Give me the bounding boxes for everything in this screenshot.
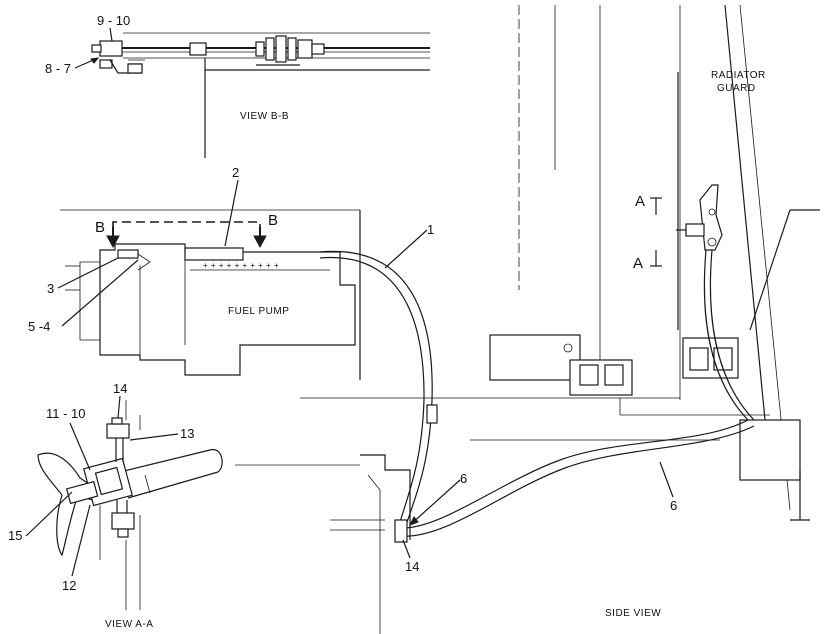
callout-8-7: 8 - 7 bbox=[45, 61, 71, 76]
view-bb-label: VIEW B-B bbox=[240, 111, 289, 122]
side-view: RADIATOR GUARD A A bbox=[235, 4, 820, 634]
callout-6-right: 6 bbox=[670, 498, 677, 513]
control-cable-1 bbox=[319, 250, 438, 529]
solenoid-2 bbox=[184, 247, 244, 261]
cable-end-fitting bbox=[99, 40, 123, 57]
callout-5-4: 5 -4 bbox=[28, 319, 50, 334]
callout-9-10: 9 - 10 bbox=[97, 13, 130, 28]
throttle-lever bbox=[37, 452, 96, 557]
view-aa-detail: 14 11 - 10 13 15 12 VIEW A-A bbox=[8, 381, 223, 630]
callout-14-bottom: 14 bbox=[405, 559, 419, 574]
callout-6-left: 6 bbox=[460, 471, 467, 486]
callout-3: 3 bbox=[47, 281, 54, 296]
side-view-label: SIDE VIEW bbox=[605, 608, 661, 619]
svg-text:+ + + + + + + + + +: + + + + + + + + + + bbox=[203, 261, 279, 270]
view-aa-label: VIEW A-A bbox=[105, 619, 153, 630]
view-bb-detail: 9 - 10 8 - 7 VIEW B-B bbox=[45, 13, 430, 158]
radiator-guard-line1: RADIATOR bbox=[711, 70, 766, 81]
lever-clamp bbox=[685, 223, 705, 237]
callout-13: 13 bbox=[180, 426, 194, 441]
section-b-right: B bbox=[268, 212, 278, 229]
callout-12: 12 bbox=[62, 578, 76, 593]
callout-11-10: 11 - 10 bbox=[46, 406, 86, 421]
fuel-pump-label: FUEL PUMP bbox=[228, 306, 289, 317]
callout-1: 1 bbox=[427, 222, 434, 237]
radiator-guard-line2: GUARD bbox=[717, 83, 756, 94]
callout-2: 2 bbox=[232, 165, 239, 180]
callout-15: 15 bbox=[8, 528, 22, 543]
callout-14-top: 14 bbox=[113, 381, 127, 396]
section-a-bottom: A bbox=[633, 255, 643, 272]
section-b-left: B bbox=[95, 219, 105, 236]
fuel-pump-assembly: + + + + + + + + + + FUEL PUMP B B 2 1 3 … bbox=[28, 165, 434, 380]
section-a-top: A bbox=[635, 193, 645, 210]
